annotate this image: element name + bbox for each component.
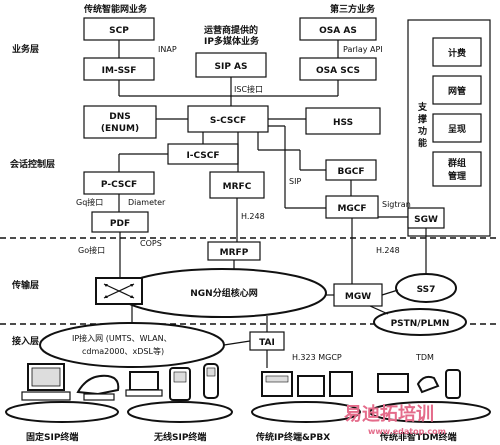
dns-node: DNS (ENUM) (83, 105, 157, 139)
interface-gq: Gq接口 (76, 197, 103, 207)
pdf-node: PDF (91, 211, 149, 233)
sipas-node: SIP AS (195, 52, 267, 78)
label-wireless-sip-terminal: 无线SIP终端 (153, 431, 206, 443)
osascs-label: OSA SCS (316, 66, 360, 76)
support-item-billing: 计费 (448, 47, 466, 59)
interface-h323-mgcp: H.323 MGCP (292, 353, 342, 362)
legacy-ip-terminals (261, 371, 353, 397)
ip-access-line1: IP接入网 (UMTS、WLAN、 (72, 333, 172, 343)
mrfp-node: MRFP (207, 241, 261, 261)
osaas-node: OSA AS (299, 17, 377, 41)
interface-parlay-api: Parlay API (343, 45, 383, 54)
fixed-sip-base (5, 401, 119, 423)
imssf-node: IM-SSF (83, 57, 155, 81)
header-operator-line1: 运营商提供的 (204, 24, 258, 36)
interface-h248-mrfc: H.248 (241, 212, 265, 221)
scscf-node: S-CSCF (187, 105, 269, 133)
interface-sip: SIP (289, 177, 301, 186)
icscf-node: I-CSCF (167, 143, 239, 165)
layer-access: 接入层 (12, 335, 39, 347)
legacy-ip-base (251, 401, 361, 423)
support-functions-title-3: 功 (418, 125, 427, 137)
label-fixed-sip-terminal: 固定SIP终端 (26, 431, 78, 443)
header-operator-line2: IP多媒体业务 (204, 35, 260, 47)
interface-h248-mgw: H.248 (376, 246, 400, 255)
mrfp-label: MRFP (220, 248, 249, 258)
support-functions-panel: 支 撑 功 能 计费 网管 呈现 群组 管理 (407, 19, 491, 237)
header-operator-ip-multimedia: 运营商提供的 IP多媒体业务 (204, 24, 260, 47)
ip-access-line2: cdma2000、xDSL等) (82, 346, 164, 356)
label-legacy-ip-terminal: 传统IP终端&PBX (255, 431, 330, 443)
label-legacy-tdm-terminal: 传统非智TDM终端 (379, 431, 457, 443)
ss7-label: SS7 (417, 285, 436, 295)
watermark-main: 易迪拓培训 (344, 403, 434, 425)
ip-access-cloud: IP接入网 (UMTS、WLAN、 cdma2000、xDSL等) (39, 322, 225, 368)
header-third-party-services: 第三方业务 (330, 3, 376, 15)
pcscf-label: P-CSCF (101, 180, 137, 190)
support-item-group-line1: 群组 (447, 157, 466, 169)
interface-sigtran: Sigtran (382, 200, 411, 209)
mgw-node: MGW (333, 283, 383, 307)
imssf-label: IM-SSF (102, 66, 137, 76)
mgcf-node: MGCF (325, 195, 379, 219)
mgw-label: MGW (345, 292, 371, 302)
interface-diameter: Diameter (128, 198, 166, 207)
legacy-tdm-base (369, 401, 491, 423)
legacy-tdm-terminals (377, 369, 461, 399)
support-functions-title-1: 支 (417, 101, 428, 113)
layer-service: 业务层 (12, 43, 39, 55)
tai-node: TAI (249, 331, 285, 351)
pcscf-node: P-CSCF (83, 171, 155, 195)
connections (118, 40, 427, 368)
interface-tdm: TDM (415, 353, 434, 362)
scscf-label: S-CSCF (210, 116, 246, 126)
fixed-sip-terminals (21, 363, 120, 401)
wireless-sip-terminals (125, 363, 219, 401)
interface-go: Go接口 (78, 245, 105, 255)
dns-label-line1: DNS (109, 112, 131, 122)
sgw-label: SGW (414, 215, 438, 225)
ss7-cloud: SS7 (395, 273, 457, 303)
sgw-node: SGW (407, 207, 445, 229)
osaas-label: OSA AS (319, 26, 357, 36)
scp-label: SCP (109, 26, 129, 36)
sipas-label: SIP AS (214, 62, 247, 72)
support-item-network-management: 网管 (448, 85, 466, 97)
interface-cops: COPS (140, 239, 162, 248)
bgcf-node: BGCF (325, 159, 377, 181)
icscf-label: I-CSCF (186, 151, 219, 161)
watermark-url: www.edatop.com (368, 427, 446, 436)
support-functions-title-2: 撑 (418, 113, 427, 125)
header-traditional-in-services: 传统智能网业务 (83, 3, 148, 15)
mgcf-label: MGCF (337, 204, 366, 214)
layer-session-control: 会话控制层 (10, 158, 55, 170)
interface-inap: INAP (158, 45, 177, 54)
bgcf-label: BGCF (338, 167, 365, 177)
hss-label: HSS (333, 118, 353, 128)
dns-label-line2: (ENUM) (101, 124, 139, 134)
wireless-sip-base (127, 401, 233, 423)
support-functions-title-4: 能 (418, 137, 427, 149)
layer-transport: 传输层 (11, 279, 39, 291)
hss-node: HSS (305, 107, 381, 135)
support-item-presence: 呈现 (448, 124, 466, 135)
ngn-core-cloud: NGN分组核心网 (117, 268, 327, 318)
tai-label: TAI (259, 338, 275, 348)
mrfc-label: MRFC (223, 182, 252, 192)
pstn-plmn-cloud: PSTN/PLMN (373, 308, 467, 336)
interface-isc: ISC接口 (234, 84, 263, 94)
scp-node: SCP (83, 17, 155, 41)
router-icon (95, 277, 143, 305)
osascs-node: OSA SCS (299, 57, 377, 81)
support-item-group-line2: 管理 (448, 170, 466, 182)
ngn-core-label: NGN分组核心网 (190, 287, 257, 299)
pstn-plmn-label: PSTN/PLMN (391, 319, 450, 329)
mrfc-node: MRFC (209, 171, 265, 199)
pdf-label: PDF (110, 219, 130, 229)
